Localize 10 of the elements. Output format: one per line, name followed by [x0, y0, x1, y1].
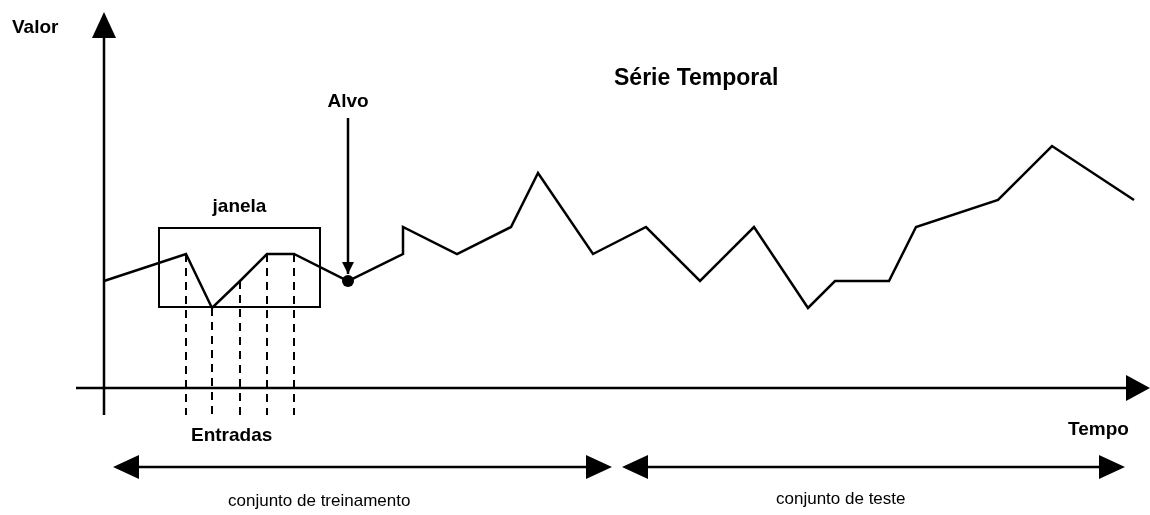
- inputs-label: Entradas: [191, 424, 273, 446]
- axis-label: Tempo: [1068, 418, 1129, 440]
- target-label: Alvo: [322, 88, 374, 114]
- range-label: conjunto de treinamento: [228, 491, 411, 511]
- window-label: janela: [211, 195, 268, 217]
- chart-title: Série Temporal: [614, 64, 779, 91]
- target-point: [342, 275, 354, 287]
- range-label: conjunto de teste: [776, 489, 906, 509]
- arrow: [341, 118, 355, 274]
- axis-label: Valor: [12, 16, 59, 38]
